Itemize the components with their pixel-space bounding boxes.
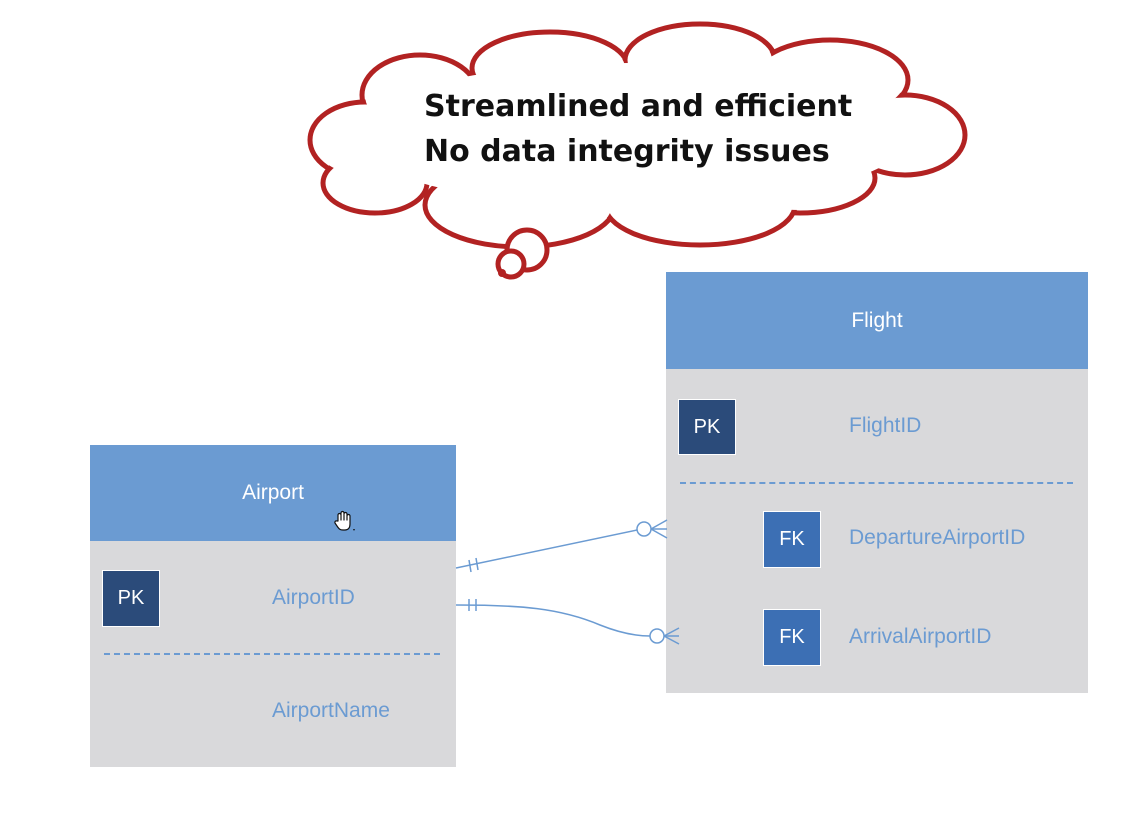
flight-header[interactable]: Flight xyxy=(666,272,1088,369)
flight-key-divider xyxy=(680,482,1073,484)
flight-fk1-badge: FK xyxy=(763,511,821,568)
flight-fk2-badge: FK xyxy=(763,609,821,666)
thought-line-1: Streamlined and efficient xyxy=(424,89,853,124)
arrival-airport-id-field[interactable]: ArrivalAirportID xyxy=(849,625,992,648)
arrival-relationship-line[interactable] xyxy=(455,599,680,645)
airport-entity[interactable]: Airport PK AirportID AirportName xyxy=(90,445,456,767)
airport-name-field[interactable]: AirportName xyxy=(272,699,390,722)
airport-title: Airport xyxy=(242,481,304,504)
departure-airport-id-field[interactable]: DepartureAirportID xyxy=(849,526,1026,549)
hand-cursor-icon xyxy=(334,510,355,531)
airport-pk-badge: PK xyxy=(102,570,160,627)
airport-key-divider xyxy=(104,653,440,655)
flight-entity[interactable]: Flight PK FlightID FK DepartureAirportID… xyxy=(666,272,1088,693)
flight-title: Flight xyxy=(851,308,903,332)
flight-pk-badge: PK xyxy=(678,399,736,455)
thought-line-2: No data integrity issues xyxy=(424,134,830,169)
airport-header[interactable]: Airport xyxy=(90,445,456,541)
thought-bubble-text: Streamlined and efficient No data integr… xyxy=(424,84,852,174)
flight-id-field[interactable]: FlightID xyxy=(849,414,922,437)
departure-relationship-line[interactable] xyxy=(455,519,668,573)
airport-id-field[interactable]: AirportID xyxy=(272,586,355,609)
